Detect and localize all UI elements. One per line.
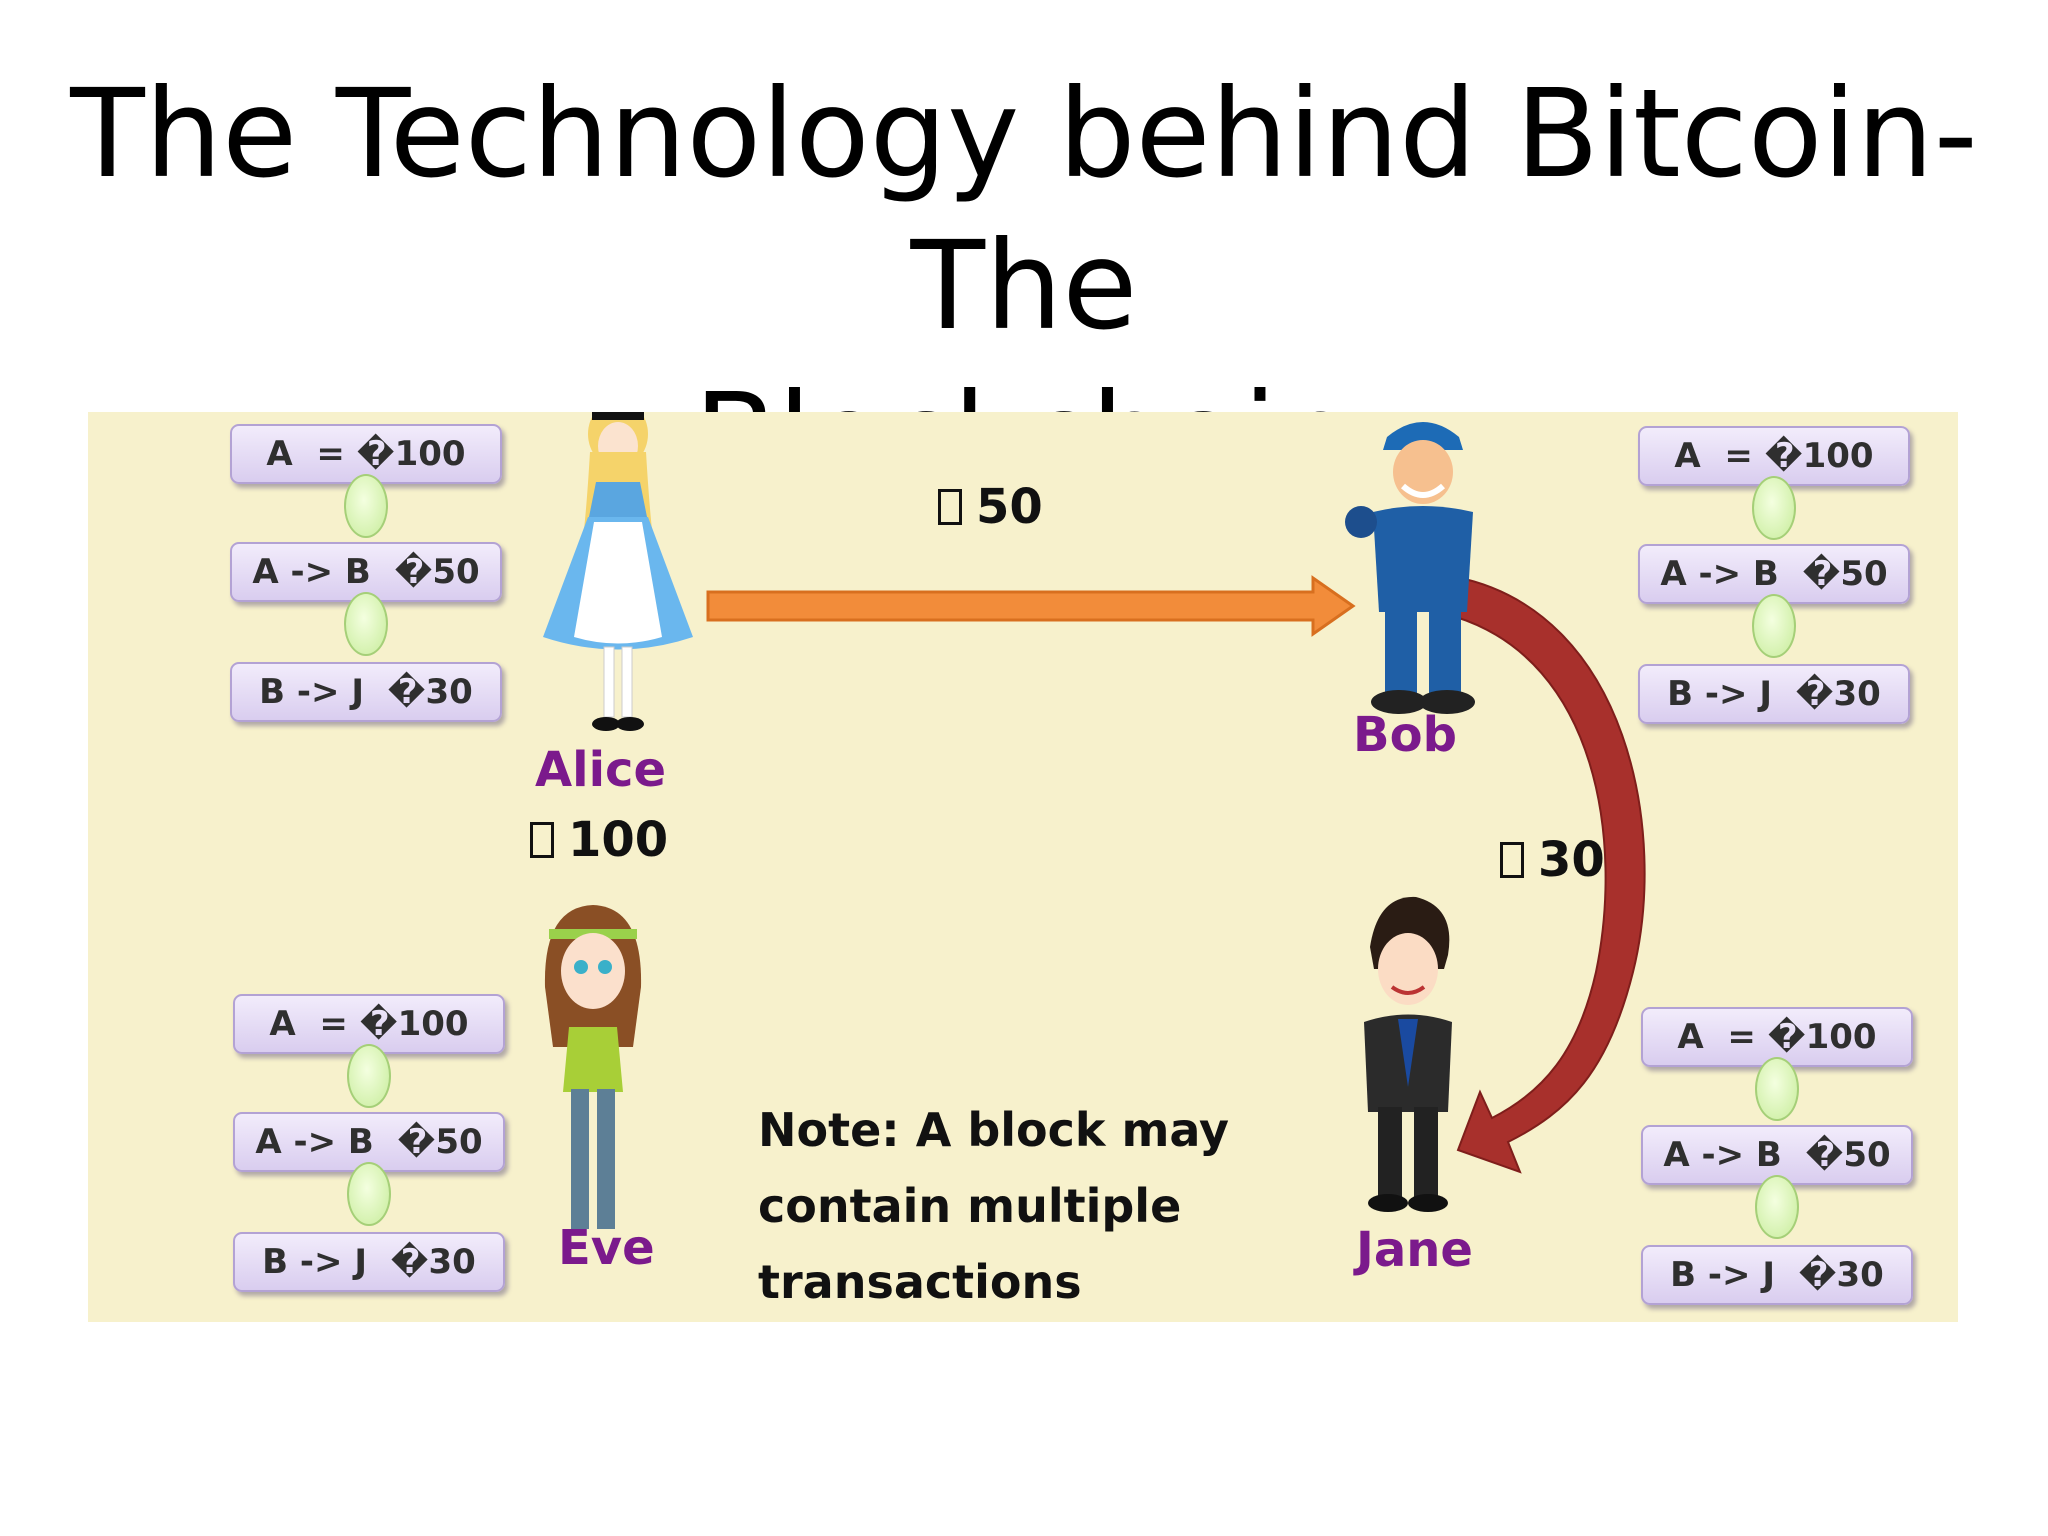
ledger-entry: A -> B �50 (233, 1112, 505, 1172)
alice-to-bob-arrow (706, 575, 1356, 637)
alice-balance: 100 (530, 812, 668, 868)
chain-link (344, 592, 388, 656)
ledger-entry: B -> J �30 (1641, 1245, 1913, 1305)
bob-name: Bob (1353, 707, 1457, 763)
ledger-entry: B -> J �30 (1638, 664, 1910, 724)
eve-name: Eve (558, 1220, 655, 1276)
chain-link (1755, 1175, 1799, 1239)
chain-link (347, 1162, 391, 1226)
ledger-entry: A = �100 (230, 424, 502, 484)
ledger-alice: A = �100 A -> B �50 B -> J �30 (230, 424, 502, 724)
alice-figure (543, 412, 693, 731)
currency-icon (938, 489, 962, 525)
note-line-3: transactions (758, 1255, 1082, 1309)
ledger-entry: B -> J �30 (230, 662, 502, 722)
alice-to-bob-value: 50 (976, 479, 1043, 535)
blockchain-diagram: A = �100 A -> B �50 B -> J �30 A = �100 … (88, 412, 1958, 1322)
note-line-2: contain multiple (758, 1179, 1182, 1233)
jane-name: Jane (1356, 1222, 1473, 1278)
chain-link (1752, 594, 1796, 658)
bob-figure (1345, 422, 1475, 714)
block-note: Note: A block may contain multiple trans… (758, 1092, 1278, 1320)
alice-to-bob-amount: 50 (938, 479, 1043, 535)
currency-icon (1500, 842, 1524, 878)
alice-name: Alice (535, 742, 667, 798)
ledger-jane: A = �100 A -> B �50 B -> J �30 (1641, 1007, 1913, 1307)
note-line-1: Note: A block may (758, 1103, 1230, 1157)
currency-icon (530, 822, 554, 858)
chain-link (1755, 1057, 1799, 1121)
chain-link (344, 474, 388, 538)
transfer-arrows (543, 412, 1646, 1229)
ledger-entry: A = �100 (233, 994, 505, 1054)
eve-figure (544, 905, 642, 1229)
ledger-eve: A = �100 A -> B �50 B -> J �30 (233, 994, 505, 1294)
bob-to-jane-value: 30 (1538, 832, 1605, 888)
ledger-bob: A = �100 A -> B �50 B -> J �30 (1638, 426, 1910, 726)
ledger-entry: B -> J �30 (233, 1232, 505, 1292)
bob-to-jane-arrow (1455, 575, 1646, 1174)
bob-to-jane-amount: 30 (1500, 832, 1605, 888)
title-line-1: The Technology behind Bitcoin-The (70, 63, 1978, 357)
chain-link (347, 1044, 391, 1108)
jane-figure (1364, 896, 1452, 1212)
chain-link (1752, 476, 1796, 540)
alice-balance-value: 100 (568, 812, 669, 868)
